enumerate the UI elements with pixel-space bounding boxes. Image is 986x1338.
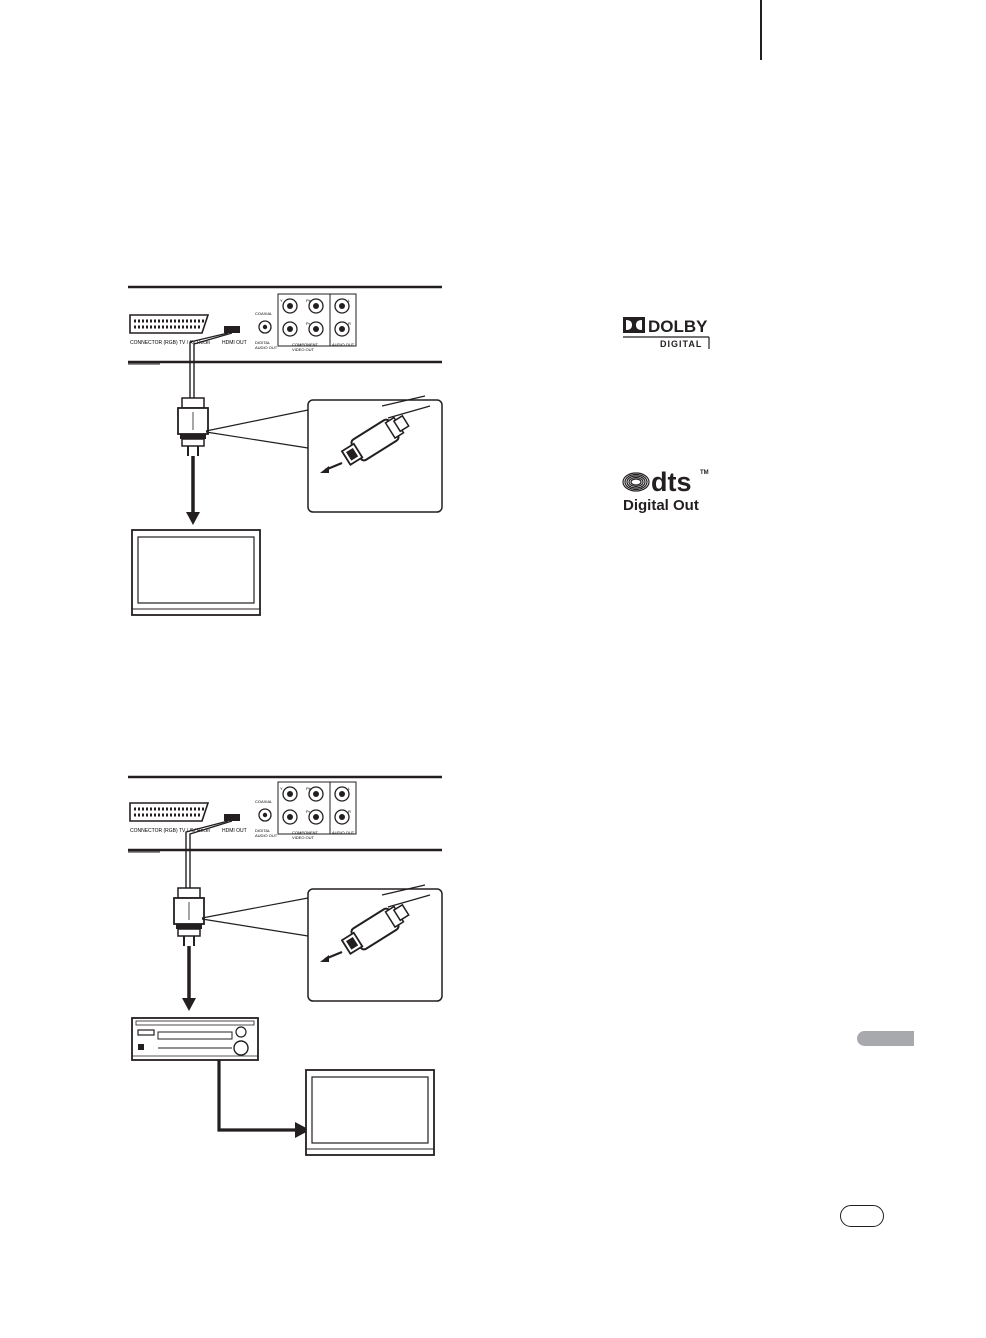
hdmi-plug-icon: [177, 397, 209, 456]
audio-out-label: AUDIO OUT: [332, 342, 355, 347]
dts-sub: Digital Out: [623, 497, 699, 514]
svg-text:Pb: Pb: [306, 786, 312, 791]
scart-connector-icon: [129, 314, 210, 334]
dts-digital-out-logo: dts TM Digital Out: [622, 467, 709, 514]
svg-text:R: R: [348, 809, 351, 814]
scart-label: CONNECTOR (RGB) TV / AV Recei: [130, 340, 210, 346]
coaxial-label: COAXIAL: [255, 311, 273, 316]
hdmi-tv-connection-diagram: CONNECTOR (RGB) TV / AV Recei HDMI OUT C…: [128, 285, 443, 616]
component-jacks-icon: [282, 298, 350, 337]
svg-text:AUDIO OUT: AUDIO OUT: [255, 833, 278, 838]
component-label: COMPONENT: [292, 342, 319, 347]
dolby-digital-logo: DOLBY DIGITAL: [623, 317, 710, 349]
arrow-icon: [320, 466, 329, 473]
hdmi-plug-icon: [173, 887, 205, 946]
digital-audio-label: DIGITAL: [255, 340, 271, 345]
dts-tm: TM: [700, 470, 709, 476]
svg-text:L: L: [348, 298, 351, 303]
tv-icon: [131, 529, 261, 616]
audio-out-label: AUDIO OUT: [332, 830, 355, 835]
svg-text:Pb: Pb: [306, 298, 312, 303]
hdmi-out-label: HDMI OUT: [222, 828, 247, 834]
tv-icon: [305, 1069, 435, 1156]
scart-label: CONNECTOR (RGB) TV / AV Recei: [130, 828, 210, 834]
hdmi-port-icon: [224, 814, 240, 821]
rear-panel: CONNECTOR (RGB) TV / AV Recei HDMI OUT C…: [128, 775, 442, 853]
page-number-badge: [840, 1205, 884, 1227]
dolby-sub: DIGITAL: [660, 339, 702, 349]
coaxial-jack-icon: [258, 320, 272, 334]
component-label: COMPONENT: [292, 830, 319, 835]
dolby-word: DOLBY: [648, 317, 708, 336]
av-receiver-icon: [131, 1017, 259, 1061]
svg-text:Y: Y: [280, 786, 283, 791]
hdmi-av-receiver-connection-diagram: CONNECTOR (RGB) TV / AV Recei HDMI OUT C…: [128, 775, 443, 1156]
svg-text:Pr: Pr: [306, 321, 311, 326]
svg-text:VIDEO OUT: VIDEO OUT: [292, 347, 315, 352]
component-jacks-icon: [282, 786, 350, 825]
svg-text:AUDIO OUT: AUDIO OUT: [255, 345, 278, 350]
coaxial-label: COAXIAL: [255, 799, 273, 804]
hdmi-out-label: HDMI OUT: [222, 340, 247, 346]
svg-text:L: L: [348, 786, 351, 791]
arrow-right-icon: [217, 1060, 295, 1132]
digital-audio-label: DIGITAL: [255, 828, 271, 833]
svg-text:Pr: Pr: [306, 809, 311, 814]
coaxial-jack-icon: [258, 808, 272, 822]
scart-connector-icon: [129, 802, 210, 822]
section-tab-marker: [857, 1031, 914, 1046]
hdmi-port-icon: [224, 326, 240, 333]
svg-text:R: R: [348, 321, 351, 326]
crop-mark: [760, 0, 762, 60]
plug-closeup-callout: [307, 884, 443, 1002]
rear-panel: CONNECTOR (RGB) TV / AV Recei HDMI OUT C…: [128, 285, 442, 365]
dts-word: dts: [651, 467, 692, 497]
svg-text:Y: Y: [280, 298, 283, 303]
plug-closeup-callout: [307, 395, 443, 513]
svg-text:VIDEO OUT: VIDEO OUT: [292, 835, 315, 840]
arrow-icon: [320, 955, 329, 962]
